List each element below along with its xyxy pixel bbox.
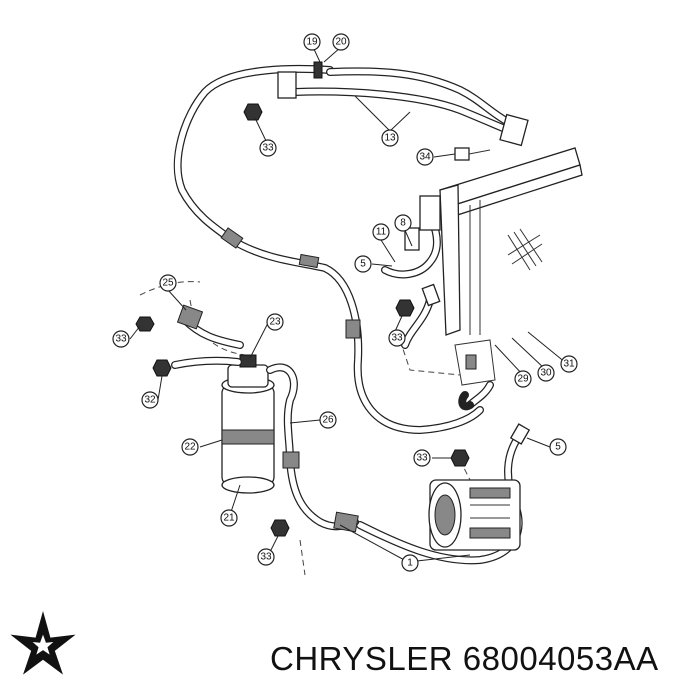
svg-text:5: 5 xyxy=(360,259,366,270)
callout-22: 22 xyxy=(181,438,199,456)
callout-33: 33 xyxy=(388,329,406,347)
svg-text:33: 33 xyxy=(260,552,272,563)
svg-text:26: 26 xyxy=(322,415,334,426)
fasteners xyxy=(135,103,491,537)
compressor xyxy=(428,479,521,551)
svg-text:30: 30 xyxy=(540,368,552,379)
callout-21: 21 xyxy=(220,509,238,527)
callout-33: 33 xyxy=(257,548,275,566)
condenser-hoses xyxy=(381,195,441,349)
accumulator xyxy=(171,304,300,494)
callout-1: 1 xyxy=(401,554,419,572)
crosshatch-mark xyxy=(507,228,543,271)
svg-text:31: 31 xyxy=(563,359,575,370)
callout-13: 13 xyxy=(381,129,399,147)
svg-text:34: 34 xyxy=(419,152,431,163)
chrysler-pentastar-icon xyxy=(10,610,76,675)
svg-text:5: 5 xyxy=(555,442,561,453)
svg-text:23: 23 xyxy=(269,317,281,328)
svg-text:8: 8 xyxy=(400,218,406,229)
callout-5: 5 xyxy=(354,255,372,273)
callout-11: 11 xyxy=(372,223,390,241)
callout-5: 5 xyxy=(549,438,567,456)
svg-text:33: 33 xyxy=(262,143,274,154)
callout-19: 19 xyxy=(303,33,321,51)
svg-text:22: 22 xyxy=(184,442,196,453)
svg-text:1: 1 xyxy=(407,558,413,569)
callout-20: 20 xyxy=(332,33,350,51)
callout-32: 32 xyxy=(141,391,159,409)
brand-name: CHRYSLER xyxy=(270,640,454,677)
callout-33: 33 xyxy=(413,449,431,467)
callout-31: 31 xyxy=(560,355,578,373)
svg-text:21: 21 xyxy=(223,513,235,524)
callout-23: 23 xyxy=(266,313,284,331)
part-caption: CHRYSLER 68004053AA xyxy=(270,640,659,678)
svg-text:25: 25 xyxy=(162,278,174,289)
callout-33: 33 xyxy=(259,139,277,157)
callout-33: 33 xyxy=(112,330,130,348)
svg-text:33: 33 xyxy=(416,453,428,464)
svg-text:11: 11 xyxy=(376,227,387,238)
svg-text:29: 29 xyxy=(517,374,529,385)
svg-text:19: 19 xyxy=(306,37,318,48)
svg-text:33: 33 xyxy=(391,333,403,344)
callout-30: 30 xyxy=(537,364,555,382)
callout-34: 34 xyxy=(416,148,434,166)
callout-25: 25 xyxy=(159,274,177,292)
callout-8: 8 xyxy=(394,214,412,232)
ac-line-diagram: 19 20 13 33 34 11 8 5 25 33 23 33 32 29 … xyxy=(112,33,583,576)
svg-text:33: 33 xyxy=(115,334,127,345)
upper-hoses xyxy=(173,61,529,434)
svg-text:32: 32 xyxy=(144,395,156,406)
callout-29: 29 xyxy=(514,370,532,388)
condenser xyxy=(439,147,583,386)
callouts: 19 20 13 33 34 11 8 5 25 33 23 33 32 29 … xyxy=(112,33,578,572)
part-number: 68004053AA xyxy=(462,640,659,677)
svg-text:13: 13 xyxy=(384,133,396,144)
callout-26: 26 xyxy=(319,411,337,429)
svg-text:20: 20 xyxy=(335,37,347,48)
